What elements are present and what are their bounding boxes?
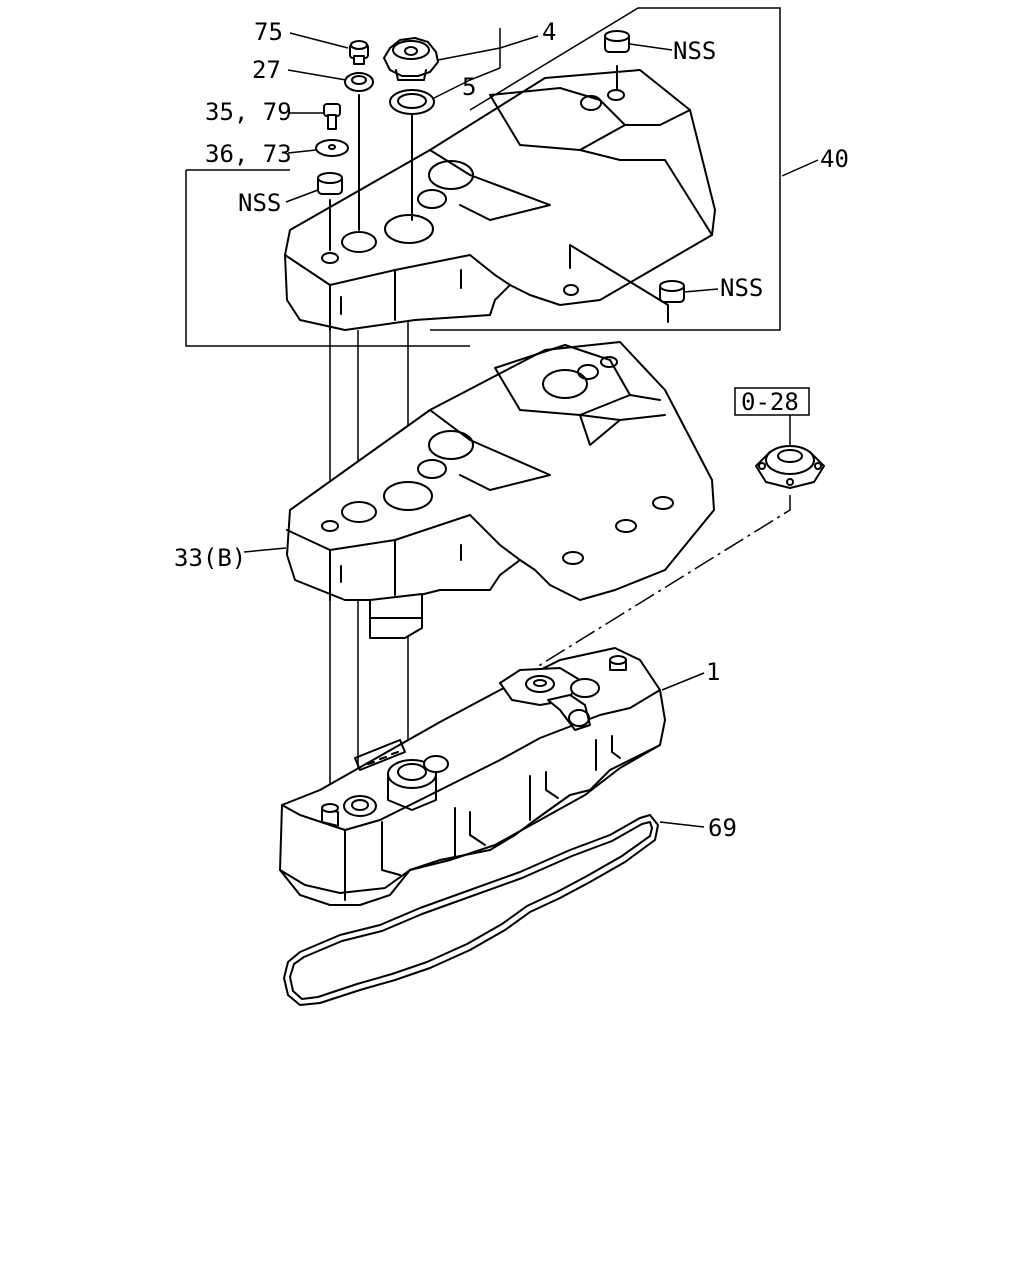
callout-33b: 33(B) [174,544,246,572]
grommet-nss-lower-right [659,280,685,303]
breather-valve-0-28 [539,445,825,690]
grommet-nss-top-right [604,30,630,91]
callout-nss-top-right: NSS [673,37,716,65]
callout-40: 40 [820,145,849,173]
callout-nss-lower-right: NSS [720,274,763,302]
o-ring-5 [389,89,435,221]
grommet-nss-left [317,172,343,251]
callout-ref-0-28: 0-28 [741,388,799,416]
bolt-75 [349,40,369,65]
screw-35-79 [323,103,341,130]
callout-36-73: 36, 73 [205,140,292,168]
washer-27 [344,72,374,231]
callout-4: 4 [542,18,556,46]
leader-lines [243,28,819,828]
oil-filler-cap-4 [383,37,439,81]
gasket-69 [283,814,659,1006]
valve-cover-1 [279,647,666,906]
ref-box-0-28 [734,387,810,416]
washer-36-73 [315,139,349,157]
upper-cover-insulator [284,69,716,331]
insulator-33b [286,341,715,639]
callout-nss-left: NSS [238,189,281,217]
assembly-40-bracket [185,7,781,347]
callout-27: 27 [252,56,281,84]
callout-labels: 75 27 35, 79 36, 73 4 5 NSS 40 NSS NSS 0… [174,18,849,842]
callout-69: 69 [708,814,737,842]
callout-5: 5 [462,73,476,101]
callout-75: 75 [254,18,283,46]
callout-35-79: 35, 79 [205,98,292,126]
callout-1: 1 [706,658,720,686]
